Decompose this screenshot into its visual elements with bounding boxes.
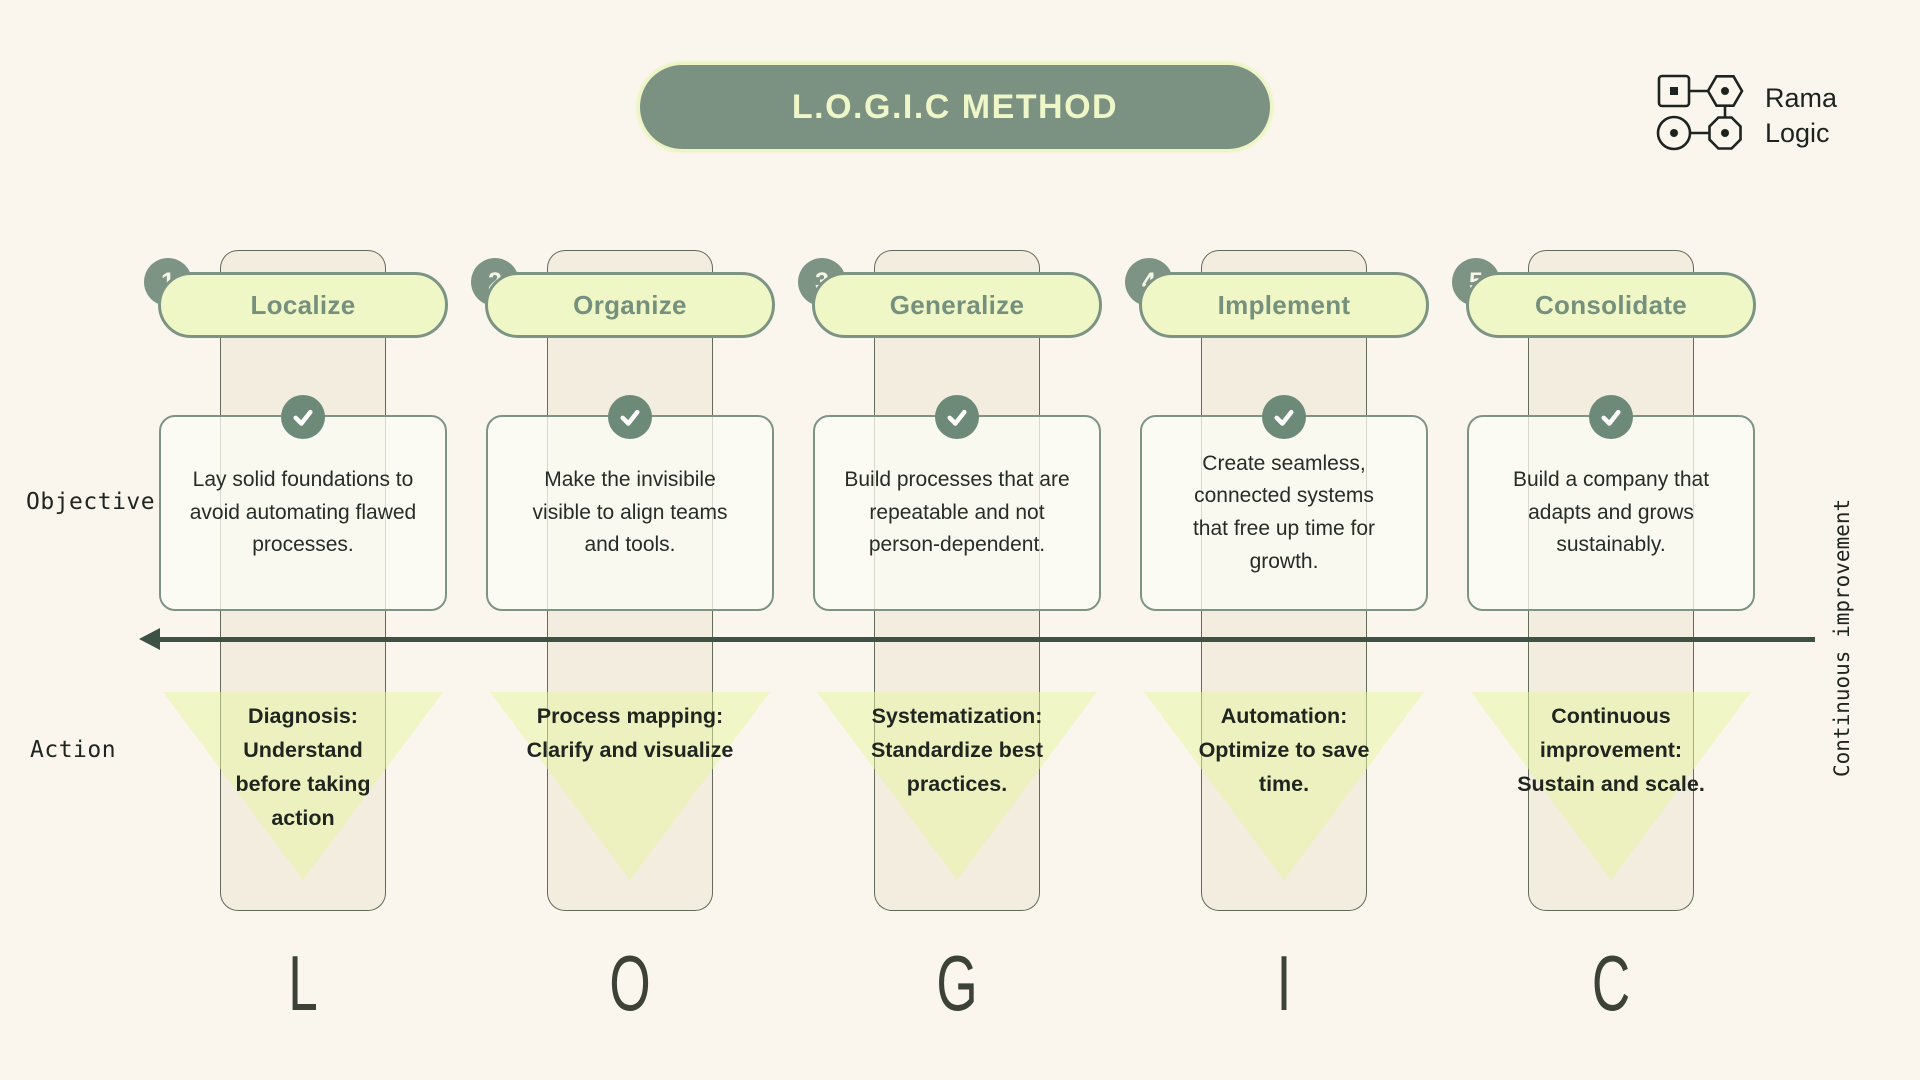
objective-text: Create seamless, connected systems that … [1192,451,1376,573]
action-triangle [1471,692,1751,880]
logo-line2: Logic [1765,117,1830,148]
step-title-pill: Localize [158,272,448,338]
objective-row-label: Objective [26,489,156,515]
step-title: Organize [573,289,687,320]
acronym-letter: L [288,939,318,1027]
page-title: L.O.G.I.C METHOD [791,87,1119,126]
objective-card: Lay solid foundations to avoid automatin… [159,415,447,611]
check-icon [1262,395,1306,439]
objective-text: Build processes that are repeatable and … [844,468,1070,557]
acronym-letter: G [936,939,978,1027]
objective-text: Make the invisibile visible to align tea… [532,468,728,557]
step-title: Implement [1217,289,1351,320]
logo: Rama Logic [1655,70,1837,161]
logo-line1: Rama [1765,83,1838,114]
column-consolidate: 5 Consolidate Build a company that adapt… [1446,240,1776,1060]
acronym-letter: O [609,939,651,1027]
action-triangle [490,692,770,880]
step-title: Consolidate [1534,289,1688,320]
check-icon [935,395,979,439]
action-row-label: Action [30,737,117,763]
action-text: Continuous improvement: Sustain and scal… [1517,704,1705,796]
column-organize: 2 Organize Make the invisibile visible t… [465,240,795,1060]
continuous-improvement-label: Continuous improvement [1830,498,1854,778]
action-triangle [163,692,443,880]
acronym-letter: I [1276,939,1292,1027]
action-text: Systematization: Standardize best practi… [870,704,1044,796]
action-triangle [817,692,1097,880]
action-text: Diagnosis: Understand before taking acti… [235,704,371,830]
step-title-pill: Consolidate [1466,272,1756,338]
action-text: Process mapping: Clarify and visualize [526,704,734,762]
objective-card: Build processes that are repeatable and … [813,415,1101,611]
objective-text: Build a company that adapts and grows su… [1512,468,1710,557]
action-text: Automation: Optimize to save time. [1198,704,1370,796]
logo-wordmark: Rama Logic [1765,81,1837,149]
check-icon [608,395,652,439]
step-title: Localize [250,289,356,320]
rama-logic-icon [1655,70,1755,161]
title-banner: L.O.G.I.C METHOD [637,62,1273,152]
step-title-pill: Implement [1139,272,1429,338]
check-icon [1589,395,1633,439]
objective-card: Make the invisibile visible to align tea… [486,415,774,611]
action-triangle [1144,692,1424,880]
objective-text: Lay solid foundations to avoid automatin… [189,468,417,557]
arrow-left-icon [139,628,160,650]
step-title: Generalize [889,289,1025,320]
step-title-pill: Generalize [812,272,1102,338]
continuous-improvement-arrow-line [158,637,1815,642]
column-localize: 1 Localize Lay solid foundations to avoi… [138,240,468,1060]
objective-card: Build a company that adapts and grows su… [1467,415,1755,611]
objective-card: Create seamless, connected systems that … [1140,415,1428,611]
check-icon [281,395,325,439]
acronym-letter: C [1591,939,1631,1027]
step-title-pill: Organize [485,272,775,338]
column-generalize: 3 Generalize Build processes that are re… [792,240,1122,1060]
column-implement: 4 Implement Create seamless, connected s… [1119,240,1449,1060]
